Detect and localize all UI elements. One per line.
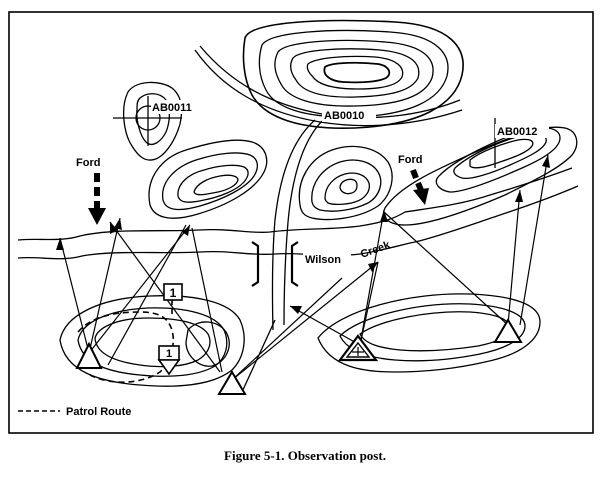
hill-ab0010-contours bbox=[242, 19, 464, 130]
op-triangle-bottom-centre bbox=[217, 370, 247, 395]
op-triangle-bottom-left bbox=[75, 341, 103, 369]
patrol-marker-top-label: 1 bbox=[170, 286, 177, 300]
creek-label-wilson: Wilson bbox=[305, 254, 341, 266]
creek-north-bank bbox=[17, 167, 573, 241]
hill-ab0011-contours bbox=[122, 81, 183, 161]
bridge-right-bracket bbox=[290, 241, 299, 287]
grid-label-ab0010: AB0010 bbox=[324, 110, 364, 122]
road-right-edge bbox=[199, 45, 461, 119]
ford-arrow-right bbox=[410, 168, 429, 205]
observation-lines bbox=[59, 154, 549, 381]
observation-posts bbox=[75, 318, 523, 395]
creek-south-bank bbox=[17, 185, 579, 260]
observation-arrowheads bbox=[56, 155, 550, 314]
ford-label-left: Ford bbox=[76, 157, 100, 169]
patrol-marker-bottom: 1 bbox=[157, 345, 181, 376]
hill-centre-left-contours bbox=[148, 139, 268, 219]
patrol-marker-bottom-label: 1 bbox=[166, 348, 172, 360]
grid-label-ab0011: AB0011 bbox=[152, 102, 192, 114]
road-branch-right bbox=[283, 120, 323, 326]
ford-label-right: Ford bbox=[398, 154, 422, 166]
grid-ab0011-target-circle bbox=[135, 105, 161, 131]
figure-caption: Figure 5-1. Observation post. bbox=[224, 448, 386, 463]
grid-label-ab0012: AB0012 bbox=[497, 126, 537, 138]
patrol-route-path bbox=[77, 311, 175, 383]
bridge-left-bracket bbox=[251, 241, 260, 287]
hill-centre-contours bbox=[298, 145, 393, 221]
road-branch-left bbox=[271, 119, 316, 331]
road-observation-line-left bbox=[241, 319, 276, 393]
hill-bottom-left-contours bbox=[59, 295, 245, 387]
patrol-marker-top: 1 bbox=[163, 283, 183, 301]
map-legend: Patrol Route bbox=[18, 406, 131, 418]
op-triangle-patrol-base bbox=[337, 334, 379, 362]
op-triangle-right bbox=[493, 318, 523, 343]
road-left-edge bbox=[194, 49, 463, 127]
ford-arrow-left bbox=[88, 173, 106, 225]
hill-ab0012-contours bbox=[383, 126, 578, 226]
legend-patrol-route-label: Patrol Route bbox=[66, 406, 131, 418]
map-frame bbox=[8, 11, 594, 434]
